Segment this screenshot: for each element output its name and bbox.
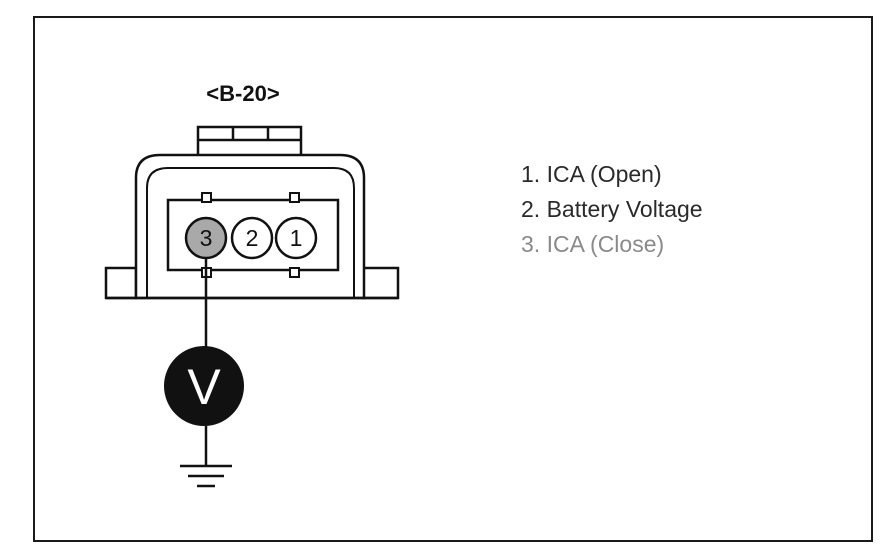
legend-item-1: 1. ICA (Open) [521, 161, 662, 187]
left-flange [104, 266, 138, 300]
right-flange [361, 266, 400, 300]
pin-legend: 1. ICA (Open) 2. Battery Voltage 3. ICA … [521, 157, 703, 262]
voltmeter-symbol: V [187, 359, 221, 415]
pin-3: 3 [184, 216, 228, 260]
voltmeter-icon: V [164, 346, 244, 426]
legend-item-2: 2. Battery Voltage [521, 196, 703, 222]
connector-id-label: <B-20> [206, 81, 279, 106]
pin-1-label: 1 [290, 225, 303, 251]
pin-2-label: 2 [246, 225, 259, 251]
legend-item-3: 3. ICA (Close) [521, 231, 665, 257]
pin-3-label: 3 [200, 225, 213, 251]
connector-lock-tab [196, 125, 303, 159]
connector-body-inner [146, 167, 355, 298]
pin-1: 1 [274, 216, 318, 260]
key-tab-top-left [201, 192, 212, 203]
key-tab-bottom-right [289, 267, 300, 278]
ground-icon [180, 464, 232, 488]
pin-2: 2 [230, 216, 274, 260]
key-tab-top-right [289, 192, 300, 203]
